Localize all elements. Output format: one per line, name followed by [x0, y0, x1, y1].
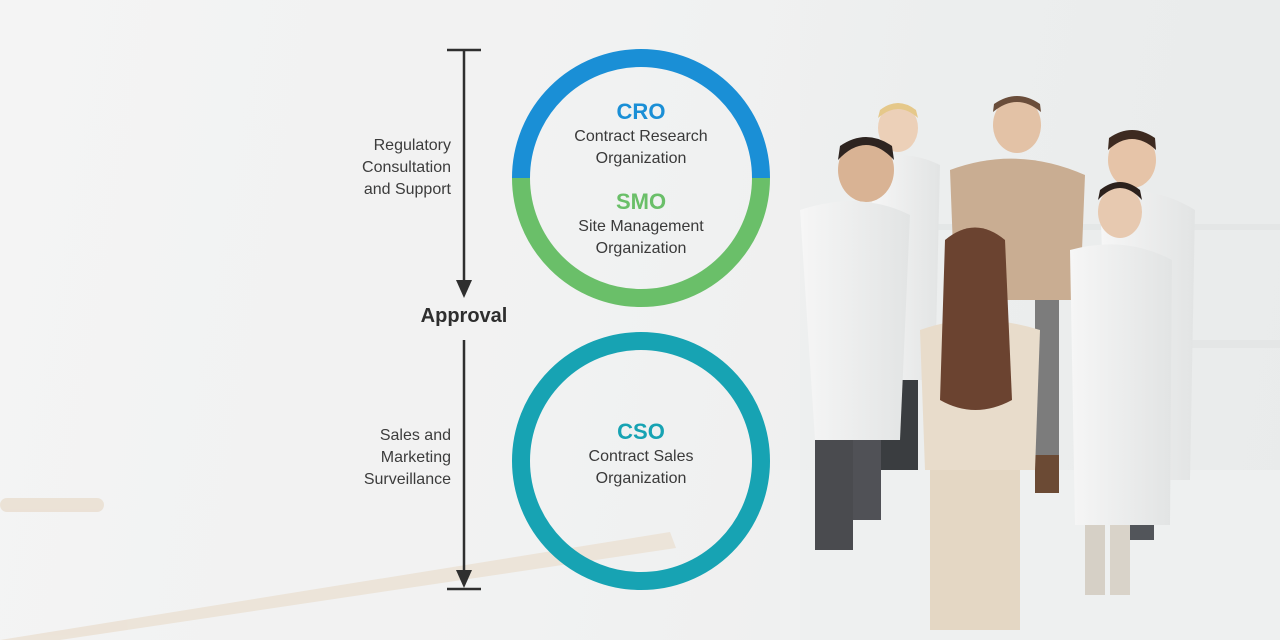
cso-acronym: CSO	[617, 419, 665, 444]
cro-full-name: Contract Research Organization	[574, 128, 708, 167]
lower-phase-label: Sales and Marketing Surveillance	[363, 427, 451, 488]
smo-block: SMO Site Management Organization	[541, 189, 741, 260]
cso-full-name: Contract Sales Organization	[588, 448, 694, 487]
cro-ring-arc	[512, 49, 770, 179]
cro-acronym: CRO	[616, 99, 666, 124]
arrow-down-icon	[456, 570, 472, 588]
smo-ring-arc	[512, 177, 770, 307]
cso-block: CSO Contract Sales Organization	[541, 419, 741, 490]
cso-ring	[512, 332, 770, 590]
smo-full-name: Site Management Organization	[578, 218, 704, 257]
cro-block: CRO Contract Research Organization	[541, 99, 741, 170]
people-illustration	[800, 96, 1195, 630]
arrow-down-icon	[456, 280, 472, 298]
upper-phase-label: Regulatory Consultation and Support	[362, 137, 451, 198]
approval-milestone: Approval	[420, 305, 508, 327]
smo-acronym: SMO	[615, 189, 667, 214]
